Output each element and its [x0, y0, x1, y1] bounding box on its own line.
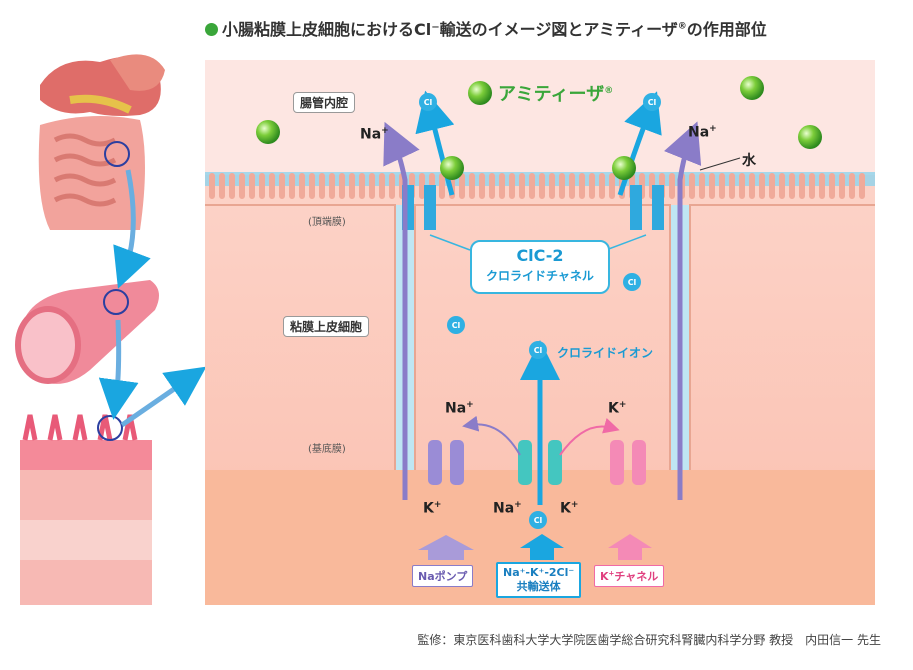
k-recycle-arrow [559, 418, 620, 456]
na-arrow-left [383, 121, 420, 500]
water-label: 水 [742, 153, 756, 169]
cl-ion-icons [419, 93, 661, 529]
digestive-organ-illustration [38, 54, 165, 230]
na-pump [428, 440, 464, 485]
title-reg: ® [677, 21, 687, 32]
apical-membrane-label: (頂端膜) [308, 217, 346, 228]
title-text: 小腸粘膜上皮細胞におけるCl⁻輸送のイメージ図とアミティーザ [222, 20, 678, 39]
chloride-ion-label: クロライドイオン [557, 346, 654, 360]
amitiza-ball-icon [612, 156, 636, 180]
plus-text: + [466, 400, 474, 410]
k-ion-label-channel: K+ [608, 400, 626, 417]
cl-ion-text: Cl [452, 321, 461, 330]
plus-text: + [433, 500, 442, 510]
na-text: Na [493, 500, 515, 517]
title-tail: の作用部位 [686, 20, 767, 39]
zoom-arrow-2 [98, 319, 139, 420]
figure-title: 小腸粘膜上皮細胞におけるCl⁻輸送のイメージ図とアミティーザ®の作用部位 [205, 16, 767, 40]
nkcc-line1: Na⁺-K⁺-2Cl⁻ [503, 566, 575, 579]
amitiza-ball-icon [740, 76, 764, 100]
cl-arrow-right [617, 91, 662, 196]
amitiza-ball-icon [468, 81, 492, 105]
k-channel-label: K+チャネル [594, 565, 665, 587]
nkcc-cotransporter [518, 440, 562, 485]
nkcc-label: Na⁺-K⁺-2Cl⁻共輸送体 [496, 562, 582, 598]
k-text: K [608, 400, 619, 417]
intestine-tube-illustration [15, 280, 159, 384]
clc2-label-box: ClC-2 クロライドチャネル [470, 240, 610, 294]
na-ion-label-right: Na+ [688, 124, 717, 141]
cl-ion-text: Cl [534, 516, 543, 525]
cl-ion-text: Cl [628, 278, 637, 287]
na-pump-up-arrow [412, 535, 480, 560]
lumen-area [205, 60, 875, 185]
na-pump-label: Naポンプ [412, 565, 474, 587]
amitiza-ball-icon [798, 125, 822, 149]
na-recycle-arrow [462, 415, 521, 456]
lumen-label: 腸管内腔 [293, 92, 356, 113]
na-ion-label-left: Na+ [360, 126, 389, 143]
plus-text: + [570, 500, 579, 510]
zoom-arrow-3 [120, 366, 207, 428]
na-ion-label-nkcc: Na+ [493, 500, 522, 517]
kchannel-up-arrow [606, 534, 654, 560]
supervision-credit: 監修：東京医科歯科大学大学院医歯学総合研究科腎臓内科学分野 教授 内田信一 先生 [417, 633, 881, 647]
zoom-arrow-1 [113, 169, 151, 289]
na-text: Na [445, 400, 467, 417]
water-pointer [699, 157, 741, 171]
nkcc-line2: 共輸送体 [516, 580, 561, 593]
kch-text: チャネル [614, 570, 659, 583]
amitiza-label: アミティーザ® [498, 80, 613, 106]
na-text: Na [360, 126, 382, 143]
na-ion-label-pump: Na+ [445, 400, 474, 417]
k-ion-label-nkcc: K+ [560, 500, 578, 517]
k-text: K [423, 500, 434, 517]
k-ion-label-pump: K+ [423, 500, 441, 517]
na-arrow-right [664, 121, 702, 500]
clc2-channel-left [402, 185, 436, 230]
amitiza-reg: ® [604, 86, 614, 96]
cl-ion-text: Cl [648, 98, 657, 107]
cl-arrow-left [415, 90, 455, 196]
epithelial-cell-label: 粘膜上皮細胞 [283, 316, 370, 337]
plus-text: + [514, 500, 522, 510]
k-text: K [560, 500, 571, 517]
kch-plus: + [608, 569, 615, 578]
plus-text: + [381, 126, 389, 136]
amitiza-ball-icon [440, 156, 464, 180]
cl-ion-text: Cl [534, 346, 543, 355]
basal-membrane-label: (基底膜) [308, 444, 346, 455]
cl-ion-text: Cl [424, 98, 433, 107]
kch-k: K [600, 570, 609, 583]
green-dot-icon [205, 23, 218, 36]
clc2-name: ClC-2 [516, 246, 564, 265]
plus-text: + [709, 124, 717, 134]
amitiza-ball-icon [256, 120, 280, 144]
clc2-desc: クロライドチャネル [486, 269, 594, 283]
k-channel [610, 440, 646, 485]
nkcc-up-arrow [520, 534, 564, 560]
na-text: Na [688, 124, 710, 141]
clc2-channel-right [630, 185, 664, 230]
mucosa-layers-illustration [20, 414, 152, 605]
plus-text: + [618, 400, 627, 410]
amitiza-name: アミティーザ [498, 84, 605, 105]
